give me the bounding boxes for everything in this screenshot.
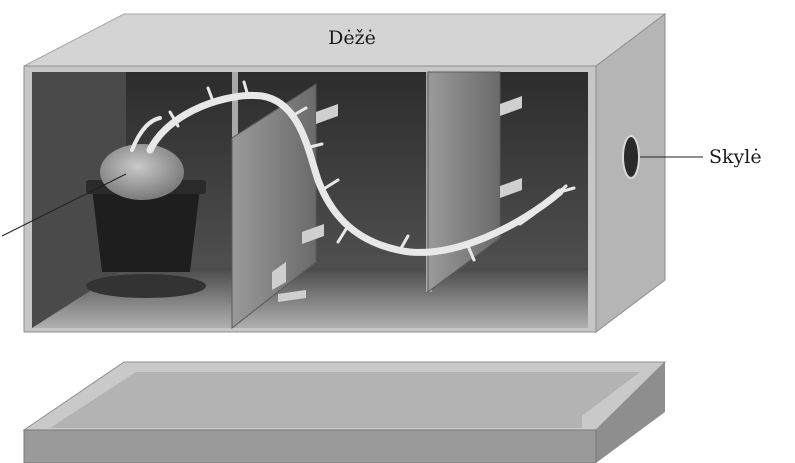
box-label: Dėžė <box>328 27 376 49</box>
potato-tuber <box>100 144 184 200</box>
hole-label: Skylė <box>709 146 762 168</box>
hole <box>622 135 640 179</box>
partition-1 <box>231 83 317 330</box>
tuber-callout-line <box>1 173 127 237</box>
box-lid <box>22 361 667 463</box>
sprout <box>130 80 576 262</box>
partition-clips <box>272 96 522 302</box>
